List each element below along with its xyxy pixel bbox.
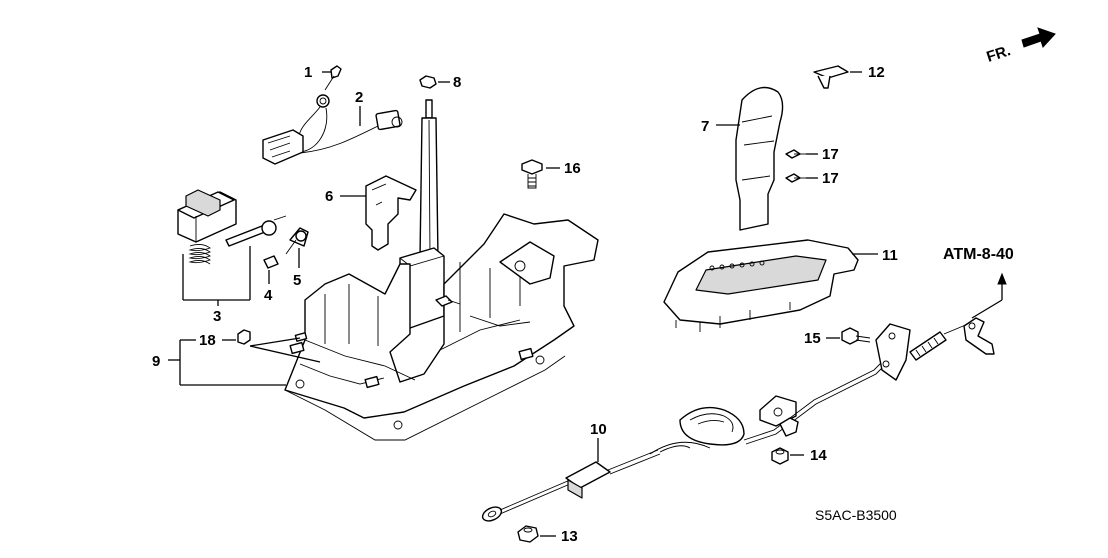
- part-13-nut: [517, 525, 556, 543]
- front-arrow-icon: [1021, 27, 1056, 48]
- part-12-clip: [813, 65, 862, 89]
- part-2-wire-harness: [262, 94, 403, 165]
- callout-12: 12: [868, 64, 885, 81]
- callout-8: 8: [453, 74, 461, 91]
- part-3-5-solenoid-group: [177, 189, 309, 306]
- part-11-indicator-panel: [663, 239, 878, 332]
- callout-7: 7: [701, 118, 709, 135]
- part-6-position-plate: [340, 175, 417, 251]
- part-9-shift-lever-base: [168, 99, 599, 441]
- callout-17a: 17: [822, 146, 839, 163]
- callout-5: 5: [293, 272, 301, 289]
- callout-16: 16: [564, 160, 581, 177]
- part-14-nut: [771, 417, 804, 465]
- part-7-shift-knob: [716, 86, 784, 231]
- callout-1: 1: [304, 64, 312, 81]
- part-1-sensor-pin: [322, 65, 342, 91]
- callout-9: 9: [152, 353, 160, 370]
- reference-arrow-icon: [997, 272, 1007, 285]
- part-10-shift-cable: [481, 272, 1007, 522]
- callout-14: 14: [810, 447, 827, 464]
- callout-18: 18: [199, 332, 216, 349]
- reference-link-atm[interactable]: ATM-8-40: [943, 246, 1014, 263]
- part-15-bolt: [826, 327, 871, 345]
- callout-2: 2: [355, 89, 363, 106]
- indicator-led-icon: [709, 260, 765, 271]
- callout-4: 4: [264, 287, 273, 304]
- callout-3: 3: [213, 308, 221, 325]
- callout-13: 13: [561, 528, 578, 545]
- drawing-code: S5AC-B3500: [815, 507, 897, 523]
- callout-17b: 17: [822, 170, 839, 187]
- callout-10: 10: [590, 421, 607, 438]
- fr-label: FR.: [985, 42, 1013, 66]
- part-16-bolt: [521, 159, 560, 189]
- part-8-nut: [419, 75, 450, 89]
- callout-6: 6: [325, 188, 333, 205]
- callout-11: 11: [882, 247, 898, 264]
- callout-15: 15: [804, 330, 821, 347]
- part-17-screws: [785, 149, 818, 183]
- front-direction-indicator: FR.: [985, 27, 1056, 66]
